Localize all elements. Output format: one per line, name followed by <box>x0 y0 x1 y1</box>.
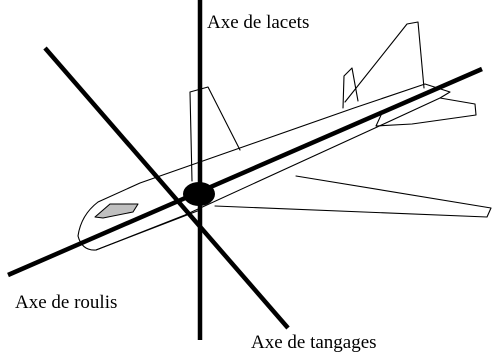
horizontal-stabilizer <box>375 97 477 127</box>
fuselage-underside <box>95 209 201 251</box>
pitch-axis-line <box>43 46 290 330</box>
near-wing <box>214 175 492 218</box>
far-wing <box>189 86 241 182</box>
roll-axis-label: Axe de roulis <box>15 292 118 313</box>
center-of-gravity-dot <box>183 182 215 206</box>
pitch-axis-label: Axe de tangages <box>251 332 377 353</box>
vertical-tail-fin <box>344 21 425 103</box>
tail-stub <box>342 67 359 109</box>
roll-axis-line <box>7 66 483 278</box>
cockpit-window <box>94 203 139 219</box>
yaw-axis-label: Axe de lacets <box>207 12 310 33</box>
